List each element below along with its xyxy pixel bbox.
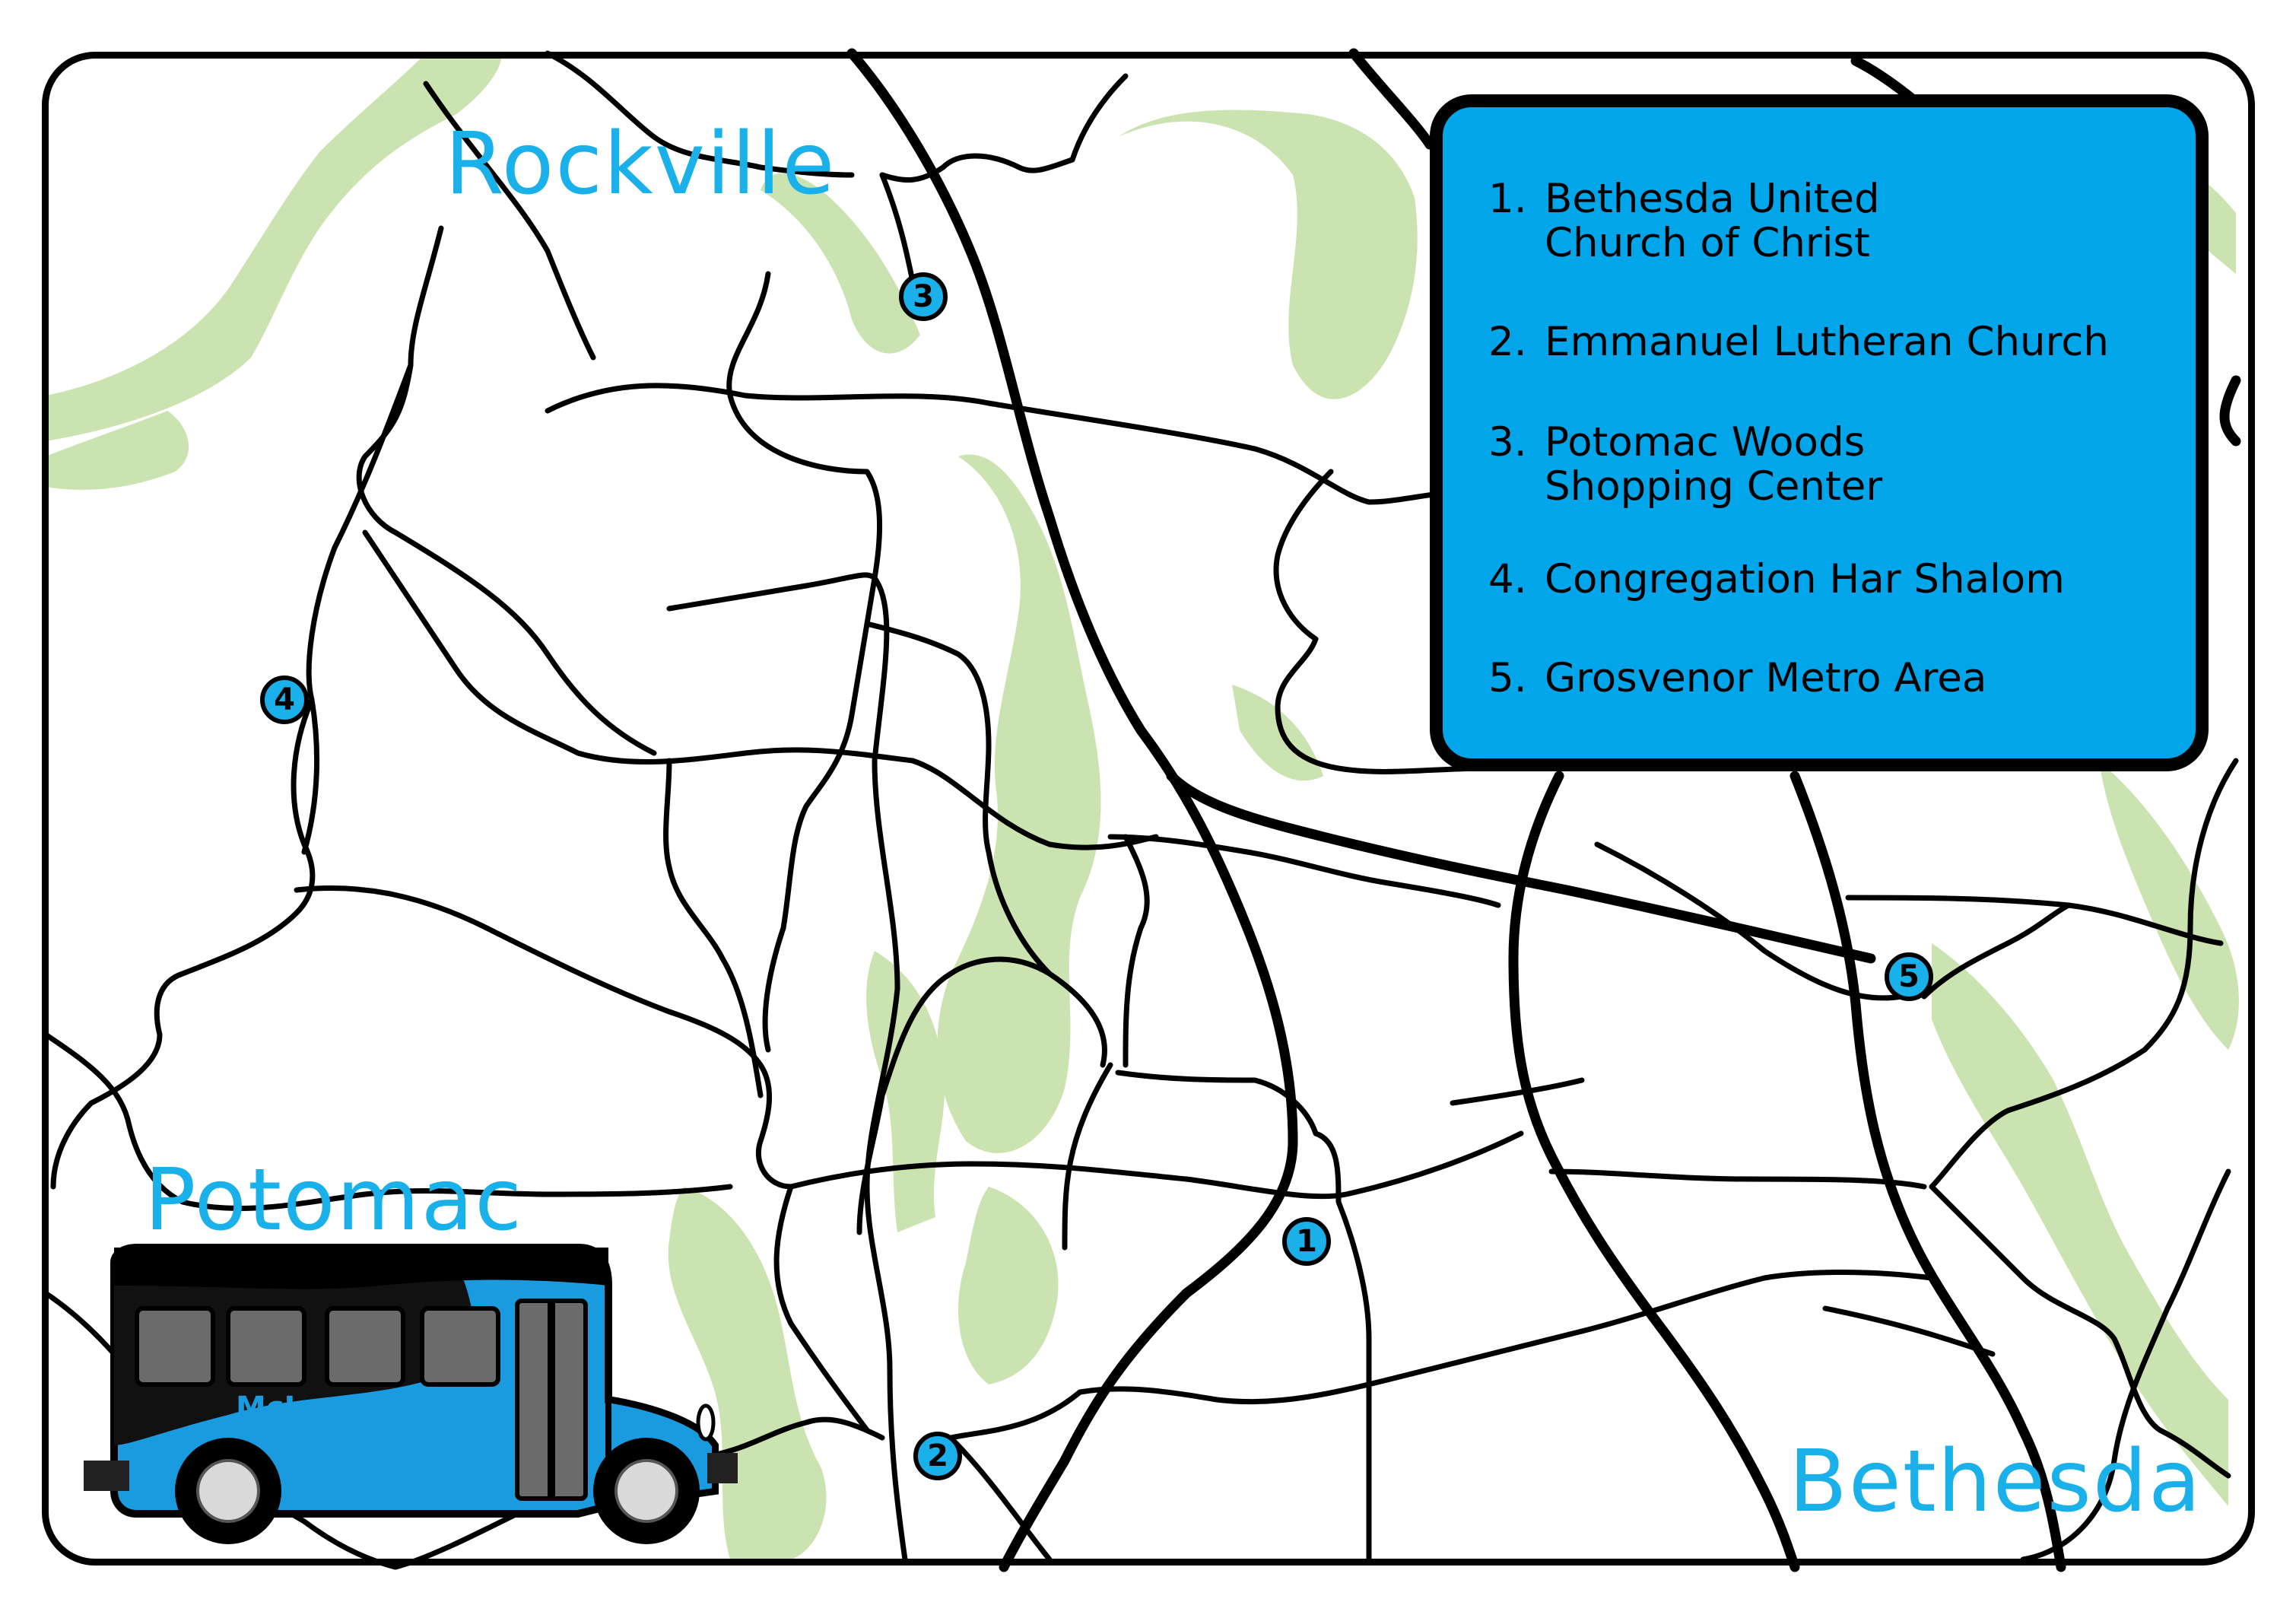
road xyxy=(666,572,908,1562)
road xyxy=(1183,1130,1524,1200)
road xyxy=(1046,971,1107,1068)
bus-window xyxy=(325,1306,405,1387)
location-marker-3[interactable]: 3 xyxy=(899,272,948,321)
road xyxy=(1845,895,2224,946)
highway xyxy=(1166,771,1876,964)
road xyxy=(762,575,878,1053)
highway xyxy=(2219,375,2241,447)
legend-item-1: 1. Bethesda United Church of Christ xyxy=(1488,177,1880,265)
legend-number: 5. xyxy=(1488,655,1527,701)
road xyxy=(1929,1184,2231,1479)
legend-number: 1. xyxy=(1488,176,1527,222)
legend-item-4: 4. Congregation Har Shalom xyxy=(1488,558,2065,602)
park-area xyxy=(1932,943,2228,1506)
legend-text: Grosvenor Metro Area xyxy=(1545,655,1987,701)
highways xyxy=(846,48,2241,1572)
location-marker-5[interactable]: 5 xyxy=(1885,952,1933,1001)
city-label-rockville: Rockville xyxy=(445,115,837,214)
location-marker-1[interactable]: 1 xyxy=(1282,1217,1331,1266)
park-area xyxy=(2099,761,2239,1050)
road xyxy=(1921,902,2072,1000)
bus-window xyxy=(226,1306,306,1387)
road xyxy=(1062,1062,1113,1251)
park-area xyxy=(1118,110,1418,399)
road xyxy=(856,956,1053,1235)
bus-wheel-hub xyxy=(196,1459,260,1523)
road xyxy=(1929,758,2239,1190)
bus-window xyxy=(420,1306,500,1387)
legend-text: Bethesda United Church of Christ xyxy=(1545,176,1880,266)
road xyxy=(773,1184,870,1433)
road xyxy=(1115,1070,1372,1562)
road xyxy=(1273,469,1494,774)
park-area xyxy=(46,53,502,441)
road xyxy=(864,621,1053,977)
bus-wheel-hub xyxy=(614,1459,678,1523)
school-bus: McLean School xyxy=(84,1244,738,1544)
city-label-bethesda: Bethesda xyxy=(1789,1432,2202,1531)
road xyxy=(948,1435,1053,1562)
road xyxy=(545,383,1494,505)
road xyxy=(43,1032,733,1212)
road xyxy=(879,172,916,285)
road xyxy=(356,225,657,756)
road xyxy=(50,697,316,1190)
park-area xyxy=(866,951,945,1232)
legend-item-5: 5. Grosvenor Metro Area xyxy=(1488,656,1986,701)
road xyxy=(879,73,1129,183)
park-area xyxy=(958,1187,1059,1384)
highway xyxy=(846,48,1298,1572)
location-marker-4[interactable]: 4 xyxy=(260,675,309,724)
bus-roof xyxy=(114,1248,608,1289)
bus-headlight xyxy=(696,1403,716,1442)
legend-number: 4. xyxy=(1488,556,1527,602)
location-marker-2[interactable]: 2 xyxy=(913,1432,962,1480)
road xyxy=(423,81,596,361)
park-area xyxy=(937,454,1101,1153)
legend-item-3: 3. Potomac Woods Shopping Center xyxy=(1488,421,1882,509)
legend-text: Emmanuel Lutheran Church xyxy=(1545,319,2109,365)
legend-text: Congregation Har Shalom xyxy=(1545,556,2065,602)
road xyxy=(301,362,414,855)
bus-window xyxy=(135,1306,215,1387)
legend-number: 3. xyxy=(1488,419,1527,466)
bus-bumper xyxy=(84,1461,129,1491)
park-area xyxy=(761,173,920,354)
road xyxy=(362,529,1159,850)
legend-text: Potomac Woods Shopping Center xyxy=(1545,419,1883,510)
bus-label: McLean School xyxy=(236,1391,491,1426)
road xyxy=(1548,1168,1927,1190)
park-area xyxy=(668,1187,827,1559)
park-area xyxy=(46,411,189,490)
road xyxy=(663,758,764,1098)
road xyxy=(294,885,1189,1190)
road xyxy=(1107,834,1501,908)
highway xyxy=(1789,771,2066,1572)
bus-bumper xyxy=(707,1453,738,1483)
legend-number: 2. xyxy=(1488,319,1527,365)
city-label-potomac: Potomac xyxy=(144,1151,523,1250)
highway xyxy=(1508,771,1800,1572)
local-roads xyxy=(43,50,2239,1570)
road xyxy=(2020,1168,2231,1562)
legend-item-2: 2. Emmanuel Lutheran Church xyxy=(1488,320,2109,364)
road xyxy=(545,50,855,178)
highway xyxy=(1348,48,1435,150)
road xyxy=(948,1270,1935,1441)
road xyxy=(1450,1077,1585,1106)
road xyxy=(726,271,883,581)
map-legend: 1. Bethesda United Church of Christ 2. Emm… xyxy=(1430,94,2209,771)
road xyxy=(1123,834,1150,1068)
